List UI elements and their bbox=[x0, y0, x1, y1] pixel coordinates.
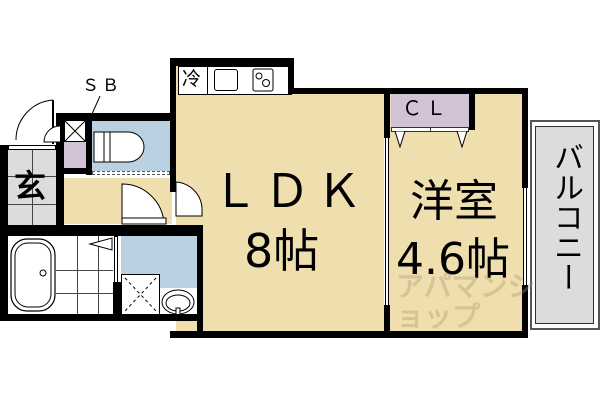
wall bbox=[288, 88, 526, 94]
wall bbox=[469, 88, 475, 130]
bathtub-icon bbox=[10, 238, 56, 312]
ldk-floor bbox=[176, 92, 384, 331]
entrance-step bbox=[8, 145, 56, 150]
washroom-door-icon[interactable] bbox=[120, 182, 170, 228]
closet-label: ＣＬ bbox=[402, 96, 450, 120]
refrigerator-label: 冷 bbox=[182, 68, 202, 90]
kitchen-sink-icon bbox=[214, 69, 238, 91]
washer-pan-icon bbox=[124, 277, 157, 312]
wall bbox=[197, 225, 203, 338]
washbasin-icon bbox=[161, 289, 195, 316]
wall bbox=[384, 305, 390, 335]
wall bbox=[86, 113, 92, 175]
wall bbox=[288, 58, 294, 94]
watermark: アパマンショップ bbox=[396, 270, 536, 333]
entrance-label: 玄 bbox=[14, 167, 47, 205]
ldk-door-icon[interactable] bbox=[174, 180, 204, 220]
entrance-tile-line bbox=[8, 176, 56, 177]
balcony-label: バルコニー bbox=[548, 142, 583, 292]
balcony-window[interactable] bbox=[523, 188, 527, 285]
entrance-tile-line bbox=[32, 150, 33, 225]
ldk-size: 8帖 bbox=[244, 224, 320, 278]
stove-icon bbox=[252, 68, 274, 92]
wall bbox=[522, 88, 528, 188]
wall bbox=[0, 314, 203, 321]
shoe-box-door-icon[interactable] bbox=[40, 124, 62, 146]
bathroom-tile-line bbox=[77, 236, 78, 314]
wall bbox=[56, 168, 92, 174]
bathroom-tile-line bbox=[56, 293, 113, 294]
closet-door-marks bbox=[394, 131, 468, 149]
wall bbox=[522, 285, 528, 337]
wall bbox=[170, 178, 176, 192]
closet-door-divider bbox=[430, 127, 431, 132]
ldk-label: ＬＤＫ bbox=[212, 164, 368, 218]
shoe-box-cross-icon bbox=[64, 120, 86, 142]
toilet-icon bbox=[93, 131, 145, 163]
sliding-partition[interactable] bbox=[385, 138, 389, 308]
shower-icon bbox=[88, 237, 113, 251]
wall bbox=[170, 331, 528, 338]
wall bbox=[384, 88, 390, 138]
toilet-sliding-door bbox=[92, 171, 170, 175]
bathroom-door[interactable] bbox=[114, 236, 118, 284]
bathroom-tile-line bbox=[98, 236, 99, 314]
balcony bbox=[535, 126, 594, 324]
wall bbox=[113, 282, 121, 316]
western-room-size: 4.6帖 bbox=[396, 234, 510, 285]
refrigerator bbox=[178, 66, 208, 95]
wall bbox=[0, 225, 203, 236]
bathroom-tile-line bbox=[56, 270, 113, 271]
shoe-box-storage bbox=[64, 142, 86, 169]
closet bbox=[391, 94, 469, 128]
shoe-box-leader-line bbox=[91, 96, 101, 115]
western-room-label: 洋室 bbox=[410, 176, 498, 227]
shoe-box-label: ＳＢ bbox=[82, 76, 122, 96]
wall bbox=[170, 58, 294, 66]
wall bbox=[56, 113, 176, 121]
entrance-tile-line bbox=[8, 204, 56, 205]
